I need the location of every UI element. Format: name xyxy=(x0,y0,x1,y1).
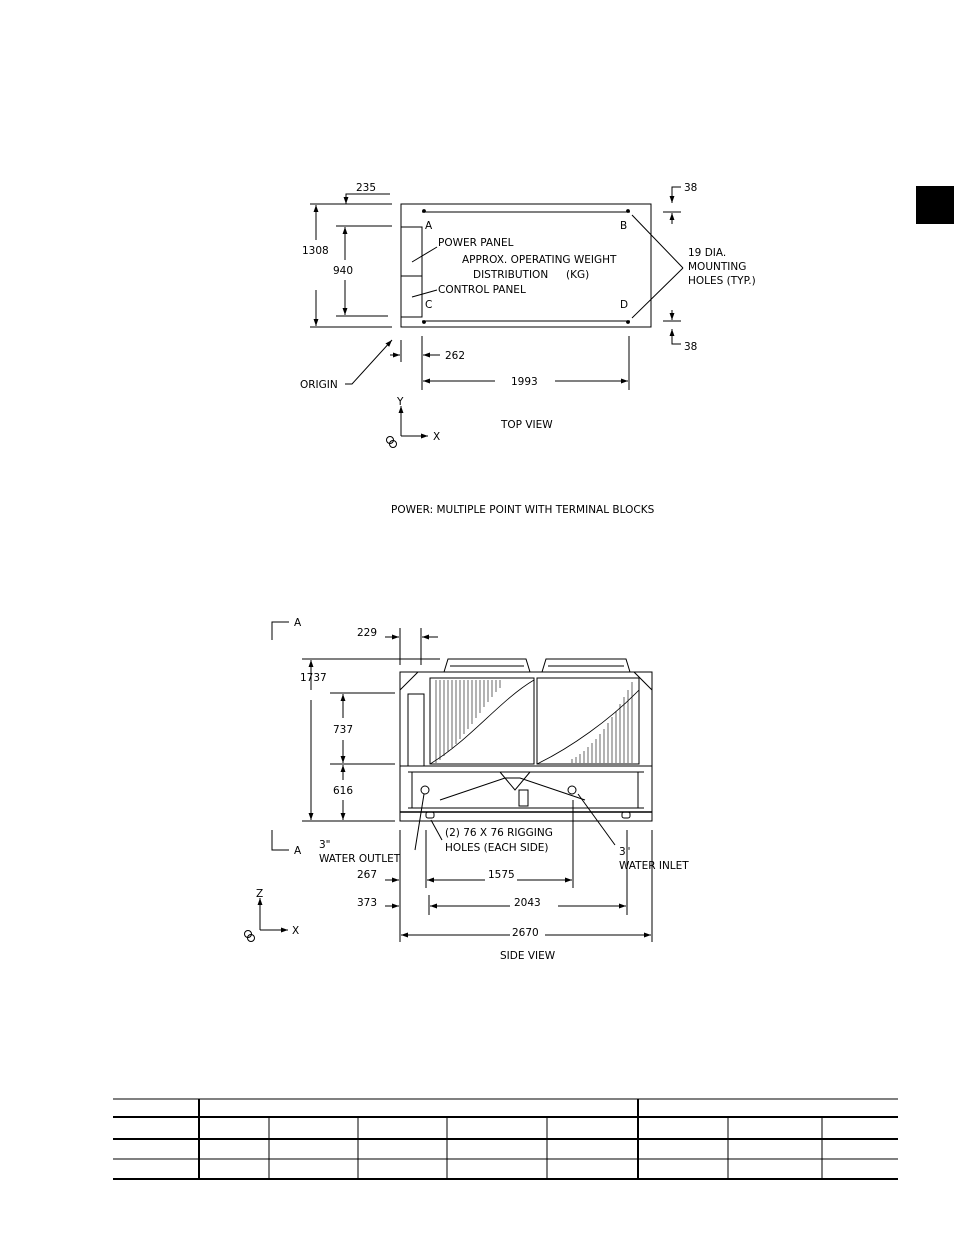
dim-1575: 1575 xyxy=(488,869,515,881)
dim-373: 373 xyxy=(357,897,377,909)
rigging-hole-left xyxy=(425,811,435,819)
axis-z-label: Z xyxy=(256,888,263,900)
side-view xyxy=(244,621,653,942)
control-panel-box xyxy=(400,275,423,318)
corner-label-b: B xyxy=(620,220,627,232)
inlet-label-line2: WATER INLET xyxy=(619,860,689,872)
mounting-hole-c xyxy=(422,320,426,324)
outlet-label-line2: WATER OUTLET xyxy=(319,853,401,865)
mounting-hole-d xyxy=(626,320,630,324)
weight-label-line2: DISTRIBUTION xyxy=(473,269,548,281)
power-panel-label: POWER PANEL xyxy=(438,237,514,249)
weight-table-grid xyxy=(113,1098,898,1180)
mounting-hole-a xyxy=(422,209,426,213)
unit-cabinet xyxy=(399,671,653,822)
holes-label-line2: MOUNTING xyxy=(688,261,746,273)
section-a-top: A xyxy=(294,617,302,629)
dim-229: 229 xyxy=(357,627,377,639)
axis-y-label: Y xyxy=(396,396,404,408)
holes-label-line3: HOLES (TYP.) xyxy=(688,275,756,287)
top-view xyxy=(310,186,684,448)
weight-label-line1: APPROX. OPERATING WEIGHT xyxy=(462,254,617,266)
dim-38-top: 38 xyxy=(684,182,697,194)
dim-2670: 2670 xyxy=(512,927,539,939)
water-inlet xyxy=(567,785,577,795)
top-view-text: 235 38 1308 940 38 262 1993 A B C D POWE… xyxy=(300,182,756,443)
corner-label-c: C xyxy=(425,299,432,311)
side-view-text: A A 229 1737 737 616 3" WATER OUTLET (2)… xyxy=(256,617,689,962)
outlet-label-line1: 3" xyxy=(319,839,331,851)
holes-label-line1: 19 DIA. xyxy=(688,247,726,259)
corner-label-a: A xyxy=(425,220,433,232)
weight-unit-label: (KG) xyxy=(566,269,589,281)
section-a-bottom: A xyxy=(294,845,302,857)
dim-2043: 2043 xyxy=(514,897,541,909)
rigging-hole-right xyxy=(621,811,631,819)
axis-x-label-top: X xyxy=(433,431,440,443)
fan-left xyxy=(443,658,531,673)
side-view-title: SIDE VIEW xyxy=(500,950,556,962)
axis-x-label-side: X xyxy=(292,925,299,937)
power-panel-box xyxy=(400,226,423,277)
dim-267: 267 xyxy=(357,869,377,881)
dim-1993: 1993 xyxy=(511,376,538,388)
coil-right xyxy=(536,677,640,765)
corner-label-d: D xyxy=(620,299,628,311)
power-note: POWER: MULTIPLE POINT WITH TERMINAL BLOC… xyxy=(391,504,655,516)
rigging-label-line2: HOLES (EACH SIDE) xyxy=(445,842,549,854)
dim-38-bottom: 38 xyxy=(684,341,697,353)
rigging-label-line1: (2) 76 X 76 RIGGING xyxy=(445,827,553,839)
control-panel-label: CONTROL PANEL xyxy=(438,284,526,296)
dim-737: 737 xyxy=(333,724,353,736)
coil-hatching xyxy=(435,680,633,763)
dim-262: 262 xyxy=(445,350,465,362)
dim-940: 940 xyxy=(333,265,353,277)
dim-616: 616 xyxy=(333,785,353,797)
dim-1308: 1308 xyxy=(302,245,329,257)
mounting-hole-b xyxy=(626,209,630,213)
origin-label: ORIGIN xyxy=(300,379,338,391)
section-tab-marker xyxy=(916,186,954,224)
fan-right xyxy=(541,658,631,673)
inlet-label-line1: 3" xyxy=(619,846,631,858)
coil-left xyxy=(429,677,535,765)
top-view-title: TOP VIEW xyxy=(500,419,553,431)
dim-235: 235 xyxy=(356,182,376,194)
water-outlet xyxy=(420,785,430,795)
dim-1737: 1737 xyxy=(300,672,327,684)
